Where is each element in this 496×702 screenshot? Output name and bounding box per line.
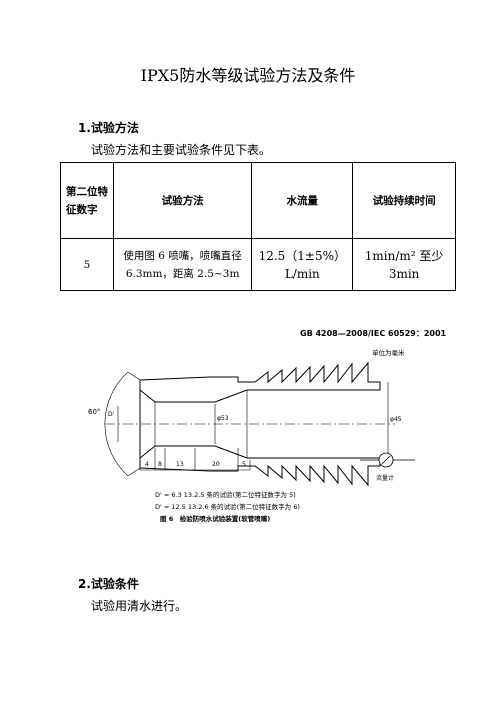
nozzle-upper-wall bbox=[139, 361, 381, 403]
figure-standard: GB 4208—2008/IEC 60529：2001 bbox=[300, 329, 447, 338]
figure-unit-note: 单位为毫米 bbox=[372, 348, 405, 357]
dim-8: 8 bbox=[158, 461, 162, 468]
angle-line-bottom bbox=[127, 467, 141, 477]
section-2-heading: 2.试验条件 bbox=[78, 577, 139, 591]
cell-method-line2: 6.3mm，距离 2.5~3m bbox=[125, 267, 240, 280]
outer-dia-label: φ45 bbox=[390, 416, 402, 423]
header-digit: 第二位特征数字 bbox=[60, 162, 114, 239]
dim-5: 5 bbox=[242, 461, 246, 468]
table-header-row: 第二位特征数字 试验方法 水流量 试验持续时间 bbox=[60, 162, 456, 239]
angle-label: 60° bbox=[88, 408, 100, 416]
dim-13: 13 bbox=[176, 461, 184, 468]
test-conditions-table: 第二位特征数字 试验方法 水流量 试验持续时间 5 使用图 6 喷嘴，喷嘴直径 … bbox=[60, 162, 456, 291]
header-flow: 水流量 bbox=[251, 162, 354, 239]
cell-duration-line2: 3min bbox=[388, 266, 420, 281]
angle-line-top bbox=[127, 371, 141, 381]
header-method: 试验方法 bbox=[112, 162, 253, 239]
flowmeter-needle bbox=[381, 455, 391, 465]
hose-nozzle-figure: GB 4208—2008/IEC 60529：2001 单位为毫米 60° D'… bbox=[88, 329, 447, 523]
figure-caption: 图 6 检验防喷水试验装置(软管喷嘴) bbox=[160, 514, 270, 523]
cell-flow-line1: 12.5（1±5%） bbox=[258, 248, 347, 263]
cell-flow-line2: L/min bbox=[284, 266, 320, 281]
section-1-heading: 1.试验方法 bbox=[78, 121, 139, 135]
section-1-intro: 试验方法和主要试验条件见下表。 bbox=[91, 143, 272, 157]
angle-arc bbox=[104, 371, 129, 477]
header-duration: 试验持续时间 bbox=[352, 162, 456, 239]
dim-20: 20 bbox=[212, 461, 220, 468]
cell-flow: 12.5（1±5%） L/min bbox=[251, 238, 354, 291]
cell-method-line1: 使用图 6 喷嘴，喷嘴直径 bbox=[123, 249, 242, 262]
nozzle-lower-wall bbox=[139, 445, 381, 487]
flowmeter-label: 流量计 bbox=[376, 474, 394, 482]
cell-duration: 1min/m² 至少 3min bbox=[352, 238, 456, 291]
cell-digit: 5 bbox=[60, 238, 114, 291]
table-row: 5 使用图 6 喷嘴，喷嘴直径 6.3mm，距离 2.5~3m 12.5（1±5… bbox=[60, 238, 456, 291]
figure-note-1: D' = 6.3 13.2.5 条的试验(第二位特征数字为 5) bbox=[155, 490, 296, 499]
inner-dia-label: φ53 bbox=[217, 415, 229, 422]
figure-note-2: D' = 12.5 13.2.6 条的试验(第二位特征数字为 6) bbox=[155, 502, 300, 511]
dim-4: 4 bbox=[145, 461, 149, 468]
section-2-body: 试验用清水进行。 bbox=[91, 599, 188, 613]
dprime-label: D' bbox=[108, 411, 115, 418]
page-title: IPX5防水等级试验方法及条件 bbox=[140, 66, 356, 85]
cell-method: 使用图 6 喷嘴，喷嘴直径 6.3mm，距离 2.5~3m bbox=[112, 238, 253, 291]
cell-duration-line1: 1min/m² 至少 bbox=[364, 248, 444, 263]
